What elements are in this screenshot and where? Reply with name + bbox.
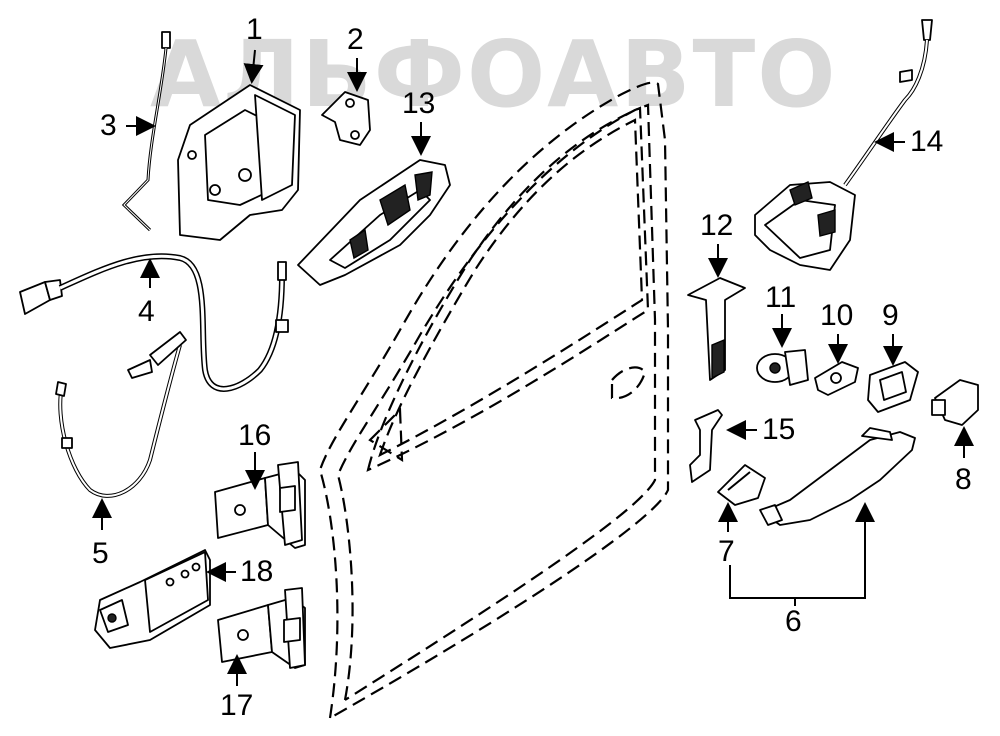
callout-10: 10 — [820, 299, 854, 332]
callout-14: 14 — [910, 125, 944, 158]
callout-13: 13 — [402, 87, 436, 120]
part-8-end-cap — [931, 379, 979, 426]
leader-lines — [92, 49, 974, 686]
callout-4: 4 — [138, 295, 155, 328]
callout-18: 18 — [240, 555, 274, 588]
part-4-release-cable — [19, 253, 289, 392]
callout-8: 8 — [955, 463, 972, 496]
part-6-outside-handle — [759, 427, 916, 526]
part-10-clip — [814, 361, 859, 396]
part-14-lock-actuator — [754, 19, 933, 271]
part-7-gasket — [717, 464, 766, 506]
part-3-lock-rod — [121, 31, 171, 232]
part-15-bracket — [689, 409, 723, 483]
part-11-lock-cylinder — [756, 349, 809, 386]
part-17-lower-hinge — [217, 587, 306, 669]
callout-7: 7 — [718, 535, 735, 568]
callout-6: 6 — [785, 605, 802, 638]
callout-16: 16 — [238, 419, 272, 452]
part-2-striker — [321, 91, 371, 146]
part-5-lock-cable — [55, 331, 187, 498]
part-13-inside-handle — [297, 159, 451, 286]
callout-1: 1 — [246, 13, 263, 46]
door-outline — [318, 81, 670, 719]
part-16-upper-hinge — [214, 461, 306, 549]
callout-9: 9 — [882, 299, 899, 332]
part-18-door-check — [94, 549, 211, 649]
callout-12: 12 — [700, 209, 734, 242]
callout-15: 15 — [762, 413, 796, 446]
callout-11: 11 — [765, 281, 797, 314]
part-9-handle-cover — [867, 361, 919, 413]
part-1-door-latch — [177, 84, 301, 241]
callout-5: 5 — [92, 537, 109, 570]
callout-2: 2 — [347, 23, 364, 56]
part-12-bracket — [687, 277, 746, 381]
callout-17: 17 — [220, 689, 254, 722]
callout-3: 3 — [100, 109, 117, 142]
